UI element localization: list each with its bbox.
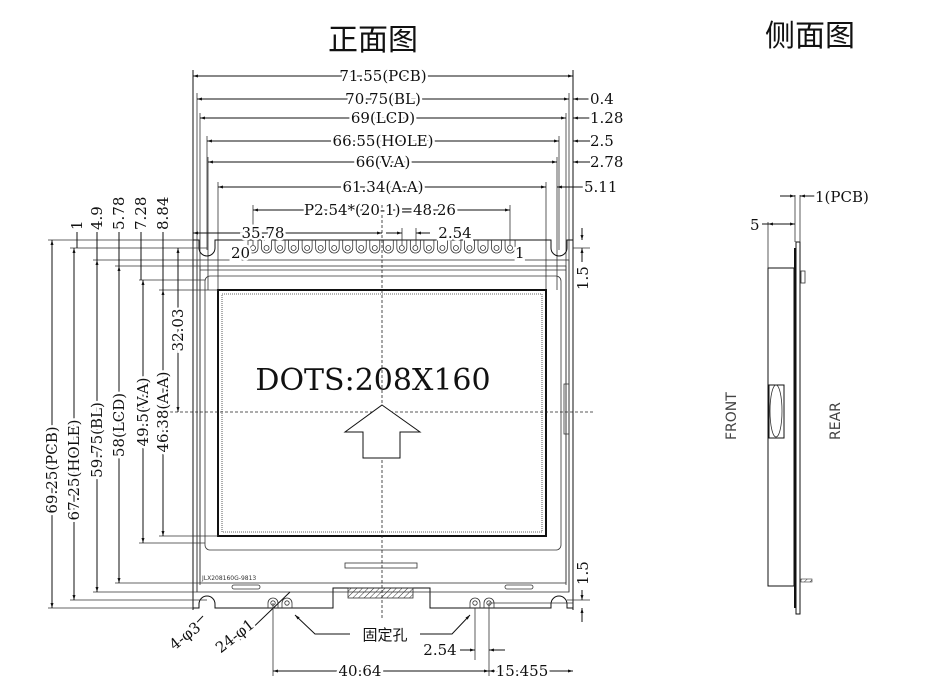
offset-2-78: 2.78 [590,153,623,171]
dim-aa-width: 61.34(A.A) [342,178,423,196]
pin-hole [453,245,459,251]
pin-hole [344,245,351,251]
side-view-title: 侧面图 [765,19,855,54]
dim-va-height: 49.5(V.A) [134,378,152,447]
pin-pad [437,240,448,254]
offset-top-8-84: 8.84 [154,197,172,230]
dim-right-top-1-5: 1.5 [574,266,592,290]
pin-pad [369,240,381,254]
pin-hole [277,245,283,251]
label-fixing-holes: 固定孔 [362,626,407,644]
pin-pad [504,240,516,254]
pin-hole [331,245,338,251]
dim-pin-offset: 35.78 [242,224,285,242]
right-offsets: 0.4 1.28 2.5 2.78 5.11 1.5 1.5 [557,88,626,622]
pin-pad [423,240,435,254]
dim-pcb-width: 71.55(PCB) [339,67,426,85]
dim-aa-height: 46.38(A.A) [154,371,172,452]
dim-fix-offset: 15.455 [496,662,549,680]
pin-hole [466,245,473,251]
dim-fix-pitch: 2.54 [423,641,456,659]
dim-fix-span: 40.64 [339,662,382,680]
pin-1-label: 1 [515,244,525,262]
pin-pad [274,240,286,254]
dim-bl-height: 59.75(BL) [88,402,106,478]
dim-right-bottom-1-5: 1.5 [574,561,592,585]
pin-hole [480,245,486,251]
pin-hole [317,245,324,251]
pin-row [247,240,516,254]
dim-lcd-height: 58(LCD) [110,393,128,457]
offset-top-1: 1 [68,220,86,230]
dim-pcb-height: 69.25(PCB) [43,426,61,513]
vertical-dimensions: 69.25(PCB) 67.25(HOLE) 59.75(BL) 58(LCD)… [41,194,218,609]
offset-top-7-28: 7.28 [132,197,150,230]
pin-pad [382,240,394,254]
bottom-dimensions: 4-φ3 24-φ1 固定孔 2.54 40.64 15.455 [163,591,573,683]
pin-pad [477,240,489,254]
pin-hole [250,245,256,251]
pin-pad [342,240,354,254]
pin-pad [247,240,259,254]
offset-0-4: 0.4 [590,90,614,108]
pin-hole [412,245,419,251]
pin-hole [263,245,270,251]
pin-hole [507,245,513,251]
pin-pad [491,240,502,254]
pin-hole [493,245,500,251]
pin-pad [355,240,367,254]
pin-pad [315,240,327,254]
dim-lcd-width: 69(LCD) [351,109,415,127]
pin-hole [425,245,432,251]
pin-pad [288,240,299,254]
offset-top-5-78: 5.78 [110,197,128,230]
pin-hole [290,245,297,251]
dim-bl-width: 70.75(BL) [345,90,421,108]
front-view-title: 正面图 [328,23,418,58]
pin-hole [371,245,378,251]
pin-20-label: 20 [231,244,250,262]
offset-top-4-9: 4.9 [88,206,106,230]
label-mount-holes: 4-φ3 [166,618,204,654]
dim-pin-pitch-total: P2.54*(20-1)=48.26 [304,201,456,219]
pin-hole [398,245,405,251]
dim-hole-width: 66.55(HOLE) [333,132,434,150]
pin-pad [396,240,408,254]
dim-va-width: 66(V.A) [356,153,411,171]
pin-pad [450,240,462,254]
front-label: FRONT [724,392,740,440]
pin-pad [328,240,340,254]
dots-label: DOTS:208X160 [255,363,490,398]
pin-hole [439,245,446,251]
side-view: 5 1(PCB) FRONT REAR [724,186,871,615]
label-pin-holes: 24-φ1 [212,615,258,656]
pin-pad [464,240,475,254]
orientation-arrow-icon [343,404,422,459]
pin-pad [301,240,313,254]
dim-pcb-thickness: 1(PCB) [815,188,869,206]
dim-module-thickness: 5 [750,216,760,234]
dim-center-height: 32.03 [169,309,187,352]
offset-5-11: 5.11 [584,178,617,196]
pin-hole [385,245,392,251]
pin-hole [304,245,311,251]
rear-label: REAR [828,402,844,440]
offset-2-5: 2.5 [590,132,614,150]
pin-hole [358,245,365,251]
part-number-label: JLX208160G-9813 [201,575,256,582]
dim-hole-height: 67.25(HOLE) [65,420,83,521]
pin-pad [261,240,272,254]
offset-1-28: 1.28 [590,109,623,127]
pin-pad [409,240,421,254]
dim-pin-pitch: 2.54 [438,224,471,242]
horizontal-dimensions: 71.55(PCB) 70.75(BL) 69(LCD) 66.55(HOLE)… [193,65,573,245]
